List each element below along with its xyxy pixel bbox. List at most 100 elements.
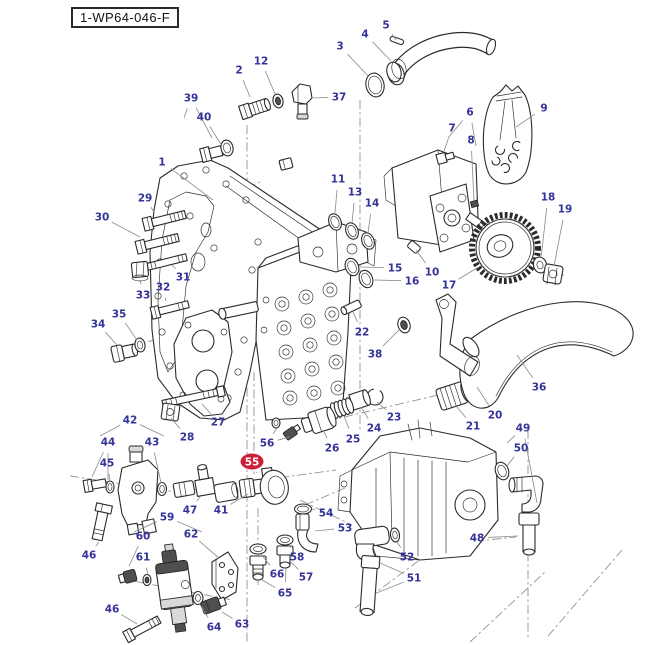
part-callout-2[interactable]: 2 [235, 65, 242, 77]
part-callout-8[interactable]: 8 [467, 135, 474, 147]
part-callout-66[interactable]: 66 [270, 569, 285, 581]
part-callout-1[interactable]: 1 [158, 157, 165, 169]
part-callout-4[interactable]: 4 [361, 29, 368, 41]
part-callout-31[interactable]: 31 [176, 272, 191, 284]
part-callout-48[interactable]: 48 [470, 533, 485, 545]
part-callout-18[interactable]: 18 [541, 192, 556, 204]
oring-12 [272, 93, 284, 109]
part-callout-65[interactable]: 65 [278, 588, 293, 600]
part-callout-52[interactable]: 52 [400, 552, 415, 564]
part-callout-47[interactable]: 47 [183, 505, 198, 517]
part-callout-44[interactable]: 44 [101, 437, 116, 449]
part-callout-24[interactable]: 24 [367, 423, 382, 435]
part-callout-6[interactable]: 6 [466, 107, 473, 119]
part-callout-55[interactable]: 55 [245, 457, 260, 469]
outlet-hose-drawing [365, 31, 497, 98]
leader-line-51 [373, 581, 404, 595]
part-callout-15[interactable]: 15 [388, 263, 403, 275]
part-callout-13[interactable]: 13 [348, 187, 363, 199]
part-callout-21[interactable]: 21 [466, 421, 481, 433]
part-callout-39[interactable]: 39 [184, 93, 199, 105]
bolt-46-upper [91, 502, 113, 542]
leader-line-44 [91, 451, 104, 478]
leader-line-62 [199, 540, 220, 559]
part-callout-14[interactable]: 14 [365, 198, 380, 210]
part-callout-30[interactable]: 30 [95, 212, 110, 224]
part-callout-41[interactable]: 41 [214, 505, 229, 517]
part-callout-22[interactable]: 22 [355, 327, 370, 339]
part-callout-63[interactable]: 63 [235, 619, 250, 631]
leader-line-19 [553, 219, 564, 267]
part-callout-60[interactable]: 60 [136, 531, 151, 543]
plug-34 [110, 343, 139, 363]
leader-line-65 [285, 567, 287, 583]
part-callout-35[interactable]: 35 [112, 309, 127, 321]
part-callout-56[interactable]: 56 [260, 438, 275, 450]
part-callout-9[interactable]: 9 [540, 103, 547, 115]
part-callout-58[interactable]: 58 [290, 552, 305, 564]
leader-line-31 [171, 264, 176, 270]
leader-line-50 [506, 456, 515, 467]
part-callout-3[interactable]: 3 [336, 41, 343, 53]
part-callout-33[interactable]: 33 [136, 290, 151, 302]
leader-line-46 [95, 541, 100, 547]
bolt-44 [82, 478, 108, 494]
leader-line-63 [221, 611, 233, 619]
leader-line-58 [288, 544, 292, 549]
leader-line-39 [183, 108, 188, 119]
part-callout-51[interactable]: 51 [407, 573, 422, 585]
leader-line-22 [352, 311, 358, 323]
part-callout-46[interactable]: 46 [82, 550, 97, 562]
part-callout-37[interactable]: 37 [332, 92, 347, 104]
part-callout-54[interactable]: 54 [319, 508, 334, 520]
leader-line-42 [99, 424, 121, 437]
part-callout-38[interactable]: 38 [368, 349, 383, 361]
part-callout-50[interactable]: 50 [514, 443, 529, 455]
part-callout-43[interactable]: 43 [145, 437, 160, 449]
part-callout-10[interactable]: 10 [425, 267, 440, 279]
part-callout-16[interactable]: 16 [405, 276, 420, 288]
part-callout-32[interactable]: 32 [156, 282, 171, 294]
part-callout-61[interactable]: 61 [136, 552, 151, 564]
part-callout-57[interactable]: 57 [299, 572, 314, 584]
part-callout-19[interactable]: 19 [558, 204, 573, 216]
part-callout-12[interactable]: 12 [254, 56, 269, 68]
leader-line-34 [105, 331, 118, 346]
part-callout-36[interactable]: 36 [532, 382, 547, 394]
part-callout-45[interactable]: 45 [100, 458, 115, 470]
part-callout-23[interactable]: 23 [387, 412, 402, 424]
fitting-48 [518, 512, 540, 556]
relief-valve-parts-drawing [300, 388, 384, 434]
leader-line-21 [455, 405, 467, 418]
leader-line-46 [121, 614, 138, 625]
part-callout-42[interactable]: 42 [123, 415, 138, 427]
part-callout-11[interactable]: 11 [331, 174, 346, 186]
part-callout-64[interactable]: 64 [207, 622, 222, 634]
leader-line-14 [367, 213, 371, 234]
leader-line-48 [487, 535, 519, 538]
leader-line-61 [145, 567, 149, 575]
fasteners-drawing [91, 83, 313, 644]
part-callout-34[interactable]: 34 [91, 319, 106, 331]
small-fittings-drawing [249, 534, 294, 581]
part-callout-40[interactable]: 40 [197, 112, 212, 124]
part-callout-26[interactable]: 26 [325, 443, 340, 455]
bolt-40 [199, 145, 224, 164]
part-callout-62[interactable]: 62 [184, 529, 199, 541]
part-callout-46[interactable]: 46 [105, 604, 120, 616]
part-callout-25[interactable]: 25 [346, 434, 361, 446]
elbow-49 [508, 475, 544, 513]
part-callout-49[interactable]: 49 [516, 423, 531, 435]
part-callout-7[interactable]: 7 [448, 123, 455, 135]
return-hose-drawing [354, 525, 401, 616]
drive-gear-drawing [469, 212, 541, 284]
part-callout-5[interactable]: 5 [382, 20, 389, 32]
part-callout-53[interactable]: 53 [338, 523, 353, 535]
parts-bag-drawing [482, 84, 533, 185]
part-callout-27[interactable]: 27 [211, 417, 226, 429]
part-callout-28[interactable]: 28 [180, 432, 195, 444]
part-callout-59[interactable]: 59 [160, 512, 175, 524]
part-callout-29[interactable]: 29 [138, 193, 153, 205]
part-callout-20[interactable]: 20 [488, 410, 503, 422]
part-callout-17[interactable]: 17 [442, 280, 457, 292]
